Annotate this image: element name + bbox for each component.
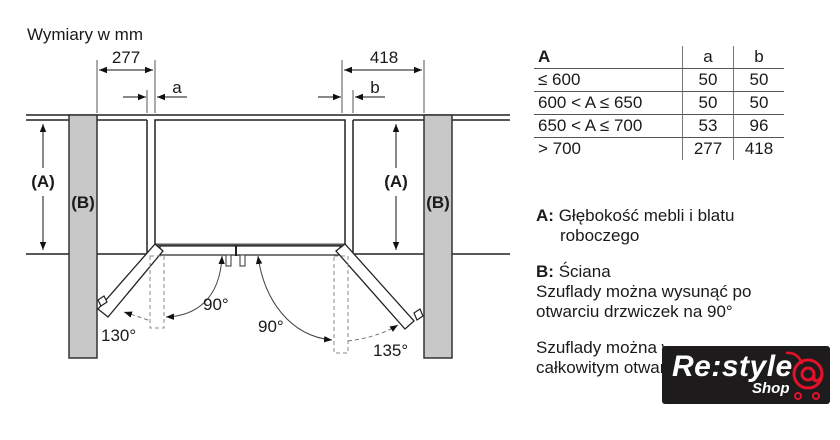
legend-key-b: B: xyxy=(536,262,554,281)
depth-label-right: (A) xyxy=(384,172,408,191)
table-cell: ≤ 600 xyxy=(534,68,683,92)
table-header-A: A xyxy=(534,46,683,69)
angle-right-90: 90° xyxy=(258,317,284,336)
left-90-arc xyxy=(165,255,225,320)
legend-wall: B: Ściana Szuflady można wysunąć po otwa… xyxy=(536,262,751,322)
handle-right xyxy=(239,254,246,267)
left-130-arc xyxy=(123,311,149,321)
legend-text: Głębokość mebli i blatu xyxy=(558,206,735,225)
table-cell: 277 xyxy=(682,137,734,160)
table-cell: 650 < A ≤ 700 xyxy=(534,114,683,138)
legend-text: całkowitym otwarciu drzwiczek xyxy=(536,358,666,377)
table-cell: 53 xyxy=(682,114,734,138)
dim-right-clearance: 418 xyxy=(370,48,398,67)
table-cell: 50 xyxy=(682,91,734,115)
table-cell: 418 xyxy=(733,137,784,160)
table-header-a: a xyxy=(682,46,734,69)
right-door-closed xyxy=(235,245,341,256)
wall-label-left: (B) xyxy=(71,193,95,212)
table-cell: 50 xyxy=(682,68,734,92)
angle-right-135: 135° xyxy=(373,341,408,360)
table-row: ≤ 600 50 50 xyxy=(534,68,784,92)
table-row: > 700 277 418 xyxy=(534,137,784,160)
legend-text: Szuflady można wysunąć po xyxy=(536,338,666,357)
left-door-90-ghost xyxy=(149,255,165,329)
table-row: 600 < A ≤ 650 50 50 xyxy=(534,91,784,115)
left-door-open xyxy=(97,243,164,318)
legend-text: Ściana xyxy=(558,262,611,281)
table-cell: 96 xyxy=(733,114,784,138)
angle-left-130: 130° xyxy=(101,326,136,345)
table-row: 650 < A ≤ 700 53 96 xyxy=(534,114,784,138)
wall-right xyxy=(423,114,453,359)
right-door-open xyxy=(335,243,424,330)
fridge-body xyxy=(154,119,346,246)
table-cell: 50 xyxy=(733,68,784,92)
legend-text: Szuflady można wysunąć po xyxy=(536,282,752,301)
legend-text: roboczego xyxy=(560,226,640,245)
table-cell: 600 < A ≤ 650 xyxy=(534,91,683,115)
title: Wymiary w mm xyxy=(27,25,143,44)
restyle-shop-logo: Re:style Shop xyxy=(662,346,830,404)
clearance-table: A a b ≤ 600 50 50 600 < A ≤ 650 50 50 65… xyxy=(534,46,784,160)
legend-text: otwarciu drzwiczek na 90° xyxy=(536,302,733,321)
legend-drawers: Szuflady można wysunąć po całkowitym otw… xyxy=(536,338,666,378)
depth-label-left: (A) xyxy=(31,172,55,191)
gap-b-label: b xyxy=(370,78,379,97)
logo-text: Re:style xyxy=(672,350,793,383)
table-cell: 50 xyxy=(733,91,784,115)
table-cell: > 700 xyxy=(538,139,582,158)
legend-key-a: A: xyxy=(536,206,554,225)
right-door-90-ghost xyxy=(333,255,349,354)
handle-left xyxy=(225,254,232,267)
legend-depth: A: Głębokość mebli i blatu roboczego xyxy=(536,206,734,246)
cart-at-icon xyxy=(785,351,824,400)
left-door-closed xyxy=(159,245,241,256)
dim-left-clearance: 277 xyxy=(112,48,140,67)
table-header-b: b xyxy=(733,46,784,69)
wall-left xyxy=(68,114,98,359)
table-header-row: A a b xyxy=(534,46,784,69)
logo-subtext: Shop xyxy=(752,380,790,397)
wall-label-right: (B) xyxy=(426,193,450,212)
gap-a-label: a xyxy=(172,78,182,97)
angle-left-90: 90° xyxy=(203,295,229,314)
right-135-arc xyxy=(347,324,399,342)
right-90-arc xyxy=(255,255,333,343)
